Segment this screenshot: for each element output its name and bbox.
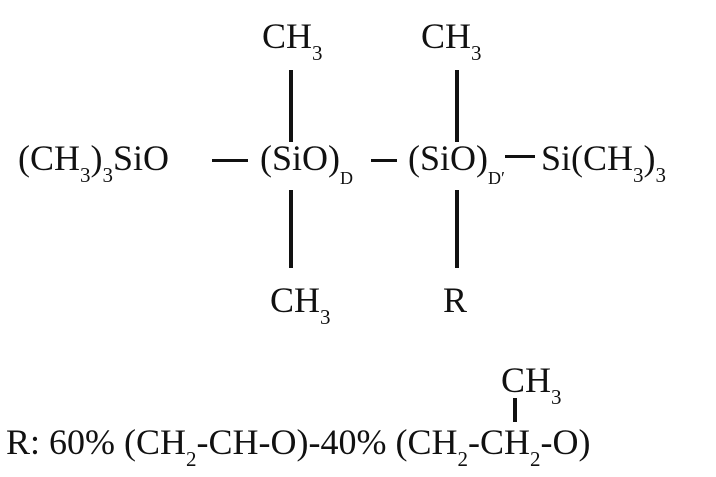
unit-d-bottom-methyl: CH3 — [270, 280, 331, 329]
unit-d-bottom-bond — [289, 190, 293, 268]
unit-d-prime-r-group: R — [443, 280, 468, 320]
unit-d-prime-top-bond — [455, 70, 459, 142]
unit-d-top-bond — [289, 70, 293, 142]
unit-d-top-methyl: CH3 — [262, 16, 323, 65]
bond-left-to-d — [212, 159, 248, 162]
right-end-group: Si(CH3)3 — [541, 138, 667, 187]
unit-d-prime-bottom-bond — [455, 190, 459, 268]
po-branch-methyl: CH3 — [501, 360, 562, 409]
r-definition-line: R: 60% (CH2-CH-O)-40% (CH2-CH2-O) — [6, 422, 591, 471]
unit-d-prime-top-methyl: CH3 — [421, 16, 482, 65]
bond-d-to-d-prime — [371, 159, 397, 162]
unit-d: (SiO)D — [260, 138, 353, 188]
po-branch-bond — [513, 398, 517, 422]
left-end-group: (CH3)3SiO — [18, 138, 170, 187]
unit-d-prime: (SiO)D′ — [408, 138, 505, 188]
bond-d-prime-to-right — [505, 155, 535, 158]
